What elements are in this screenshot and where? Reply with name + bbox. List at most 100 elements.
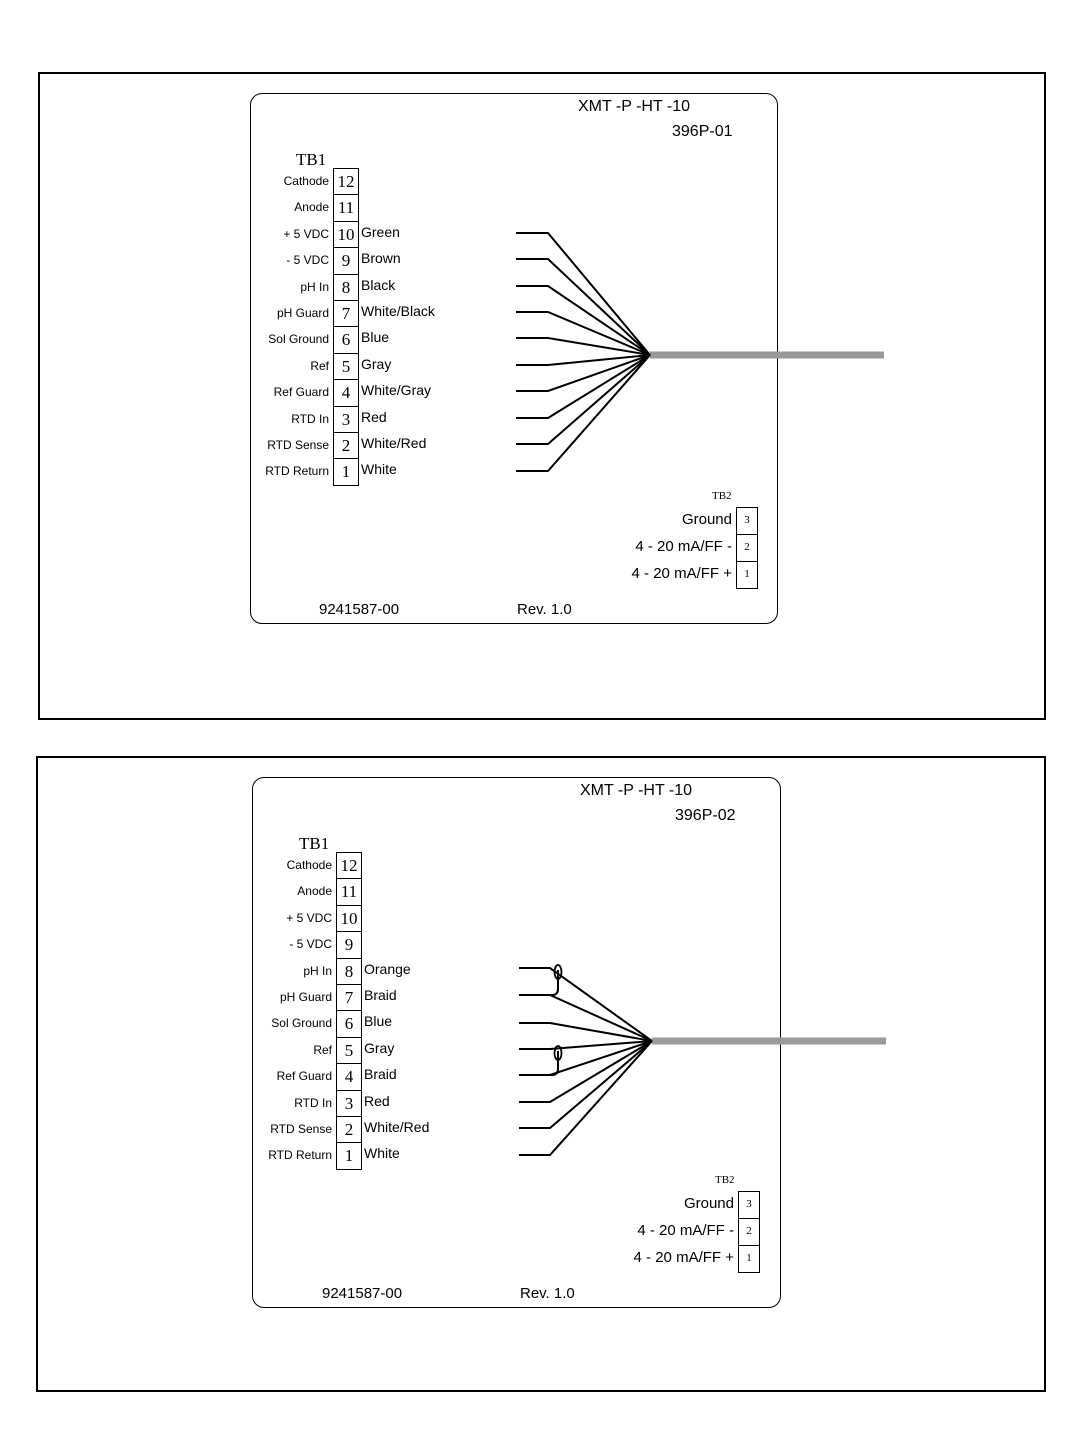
tb1-terminal-label: Ref [313, 1042, 332, 1057]
model-number: XMT -P -HT -10 [578, 98, 691, 115]
tb1-terminal-label: - 5 VDC [289, 937, 332, 952]
shield-ring [553, 964, 563, 980]
tb2-terminal-number: 1 [738, 1245, 760, 1273]
tb1-terminal-label: Cathode [286, 858, 332, 872]
tb1-terminal-label: Sol Ground [271, 1016, 332, 1031]
wire [519, 1040, 653, 1050]
wire-color-label: Braid [364, 1066, 397, 1083]
tb1-terminal-number: 9 [336, 931, 362, 959]
drawing-code: 396P-02 [675, 807, 736, 824]
wire [519, 1022, 653, 1042]
tb1-terminal-number: 12 [333, 168, 359, 196]
braid-wire [519, 1051, 559, 1076]
wire [516, 258, 651, 356]
tb1-terminal-number: 1 [336, 1142, 362, 1170]
tb1-terminal-number: 11 [333, 194, 359, 222]
wire-color-label: White/Black [361, 303, 435, 319]
tb1-terminal-number: 3 [333, 405, 359, 433]
wire [516, 232, 651, 356]
tb1-terminal-label: Ref Guard [276, 1069, 332, 1084]
tb1-terminal-label: - 5 VDC [286, 253, 329, 268]
wire-color-label: Black [361, 276, 396, 293]
tb1-terminal-number: 2 [333, 432, 359, 460]
tb1-terminal-label: RTD Sense [267, 438, 329, 452]
tb2-title: TB2 [715, 1174, 735, 1186]
tb1-terminal-label: Sol Ground [268, 332, 329, 347]
tb1-terminal-label: Anode [297, 884, 332, 899]
wire [519, 1040, 653, 1103]
tb1-terminal-label: pH In [300, 279, 329, 294]
tb2-terminal-label: Ground [681, 511, 732, 528]
tb1-terminal-label: RTD Sense [270, 1122, 332, 1136]
wire [516, 354, 651, 445]
tb1-terminal-number: 5 [336, 1036, 362, 1065]
wire-color-label: Green [361, 223, 400, 240]
tb1-terminal-label: Anode [294, 200, 329, 215]
wire-color-label: Braid [364, 987, 397, 1003]
tb1-terminal-label: + 5 VDC [283, 226, 329, 241]
model-number: XMT -P -HT -10 [580, 782, 693, 799]
tb2-terminal-label: 4 - 20 mA/FF - [637, 1222, 734, 1239]
tb1-title: TB1 [299, 834, 330, 853]
wire-color-label: Gray [361, 355, 392, 372]
wire [519, 1040, 653, 1156]
tb1-terminal-label: Cathode [283, 174, 329, 188]
part-number: 9241587-00 [319, 601, 400, 618]
tb1-terminal-label: pH Guard [279, 990, 332, 1004]
tb1-terminal-number: 5 [333, 352, 359, 381]
wire-color-label: Brown [361, 250, 401, 267]
tb1-terminal-label: pH In [303, 963, 332, 978]
tb2-terminal-label: 4 - 20 mA/FF + [631, 565, 732, 582]
diagram-frame-2 [36, 756, 1046, 1392]
tb1-terminal-number: 10 [336, 904, 362, 933]
tb1-terminal-number: 11 [336, 878, 362, 906]
tb1-terminal-label: RTD Return [268, 1148, 332, 1163]
wire [516, 337, 651, 356]
wire-color-label: Blue [361, 329, 390, 346]
tb2-terminal-label: 4 - 20 mA/FF - [635, 538, 732, 555]
wire-color-label: Gray [364, 1039, 395, 1056]
wire [516, 311, 651, 356]
drawing-code: 396P-01 [672, 123, 733, 140]
tb1-terminal-label: + 5 VDC [286, 910, 332, 925]
tb1-title: TB1 [296, 150, 327, 169]
diagram-frame-1 [38, 72, 1046, 720]
revision: Rev. 1.0 [520, 1285, 575, 1302]
tb2-terminal-number: 2 [738, 1218, 760, 1246]
tb1-terminal-label: RTD Return [265, 464, 329, 479]
wire-color-label: White/Red [361, 435, 427, 451]
part-number: 9241587-00 [322, 1285, 403, 1302]
tb2-terminal-number: 1 [736, 561, 758, 589]
wire-color-label: Red [364, 1092, 390, 1109]
tb1-terminal-label: pH Guard [276, 306, 329, 320]
wire-color-label: Red [361, 408, 387, 425]
tb1-terminal-number: 10 [333, 220, 359, 249]
tb2-terminal-label: 4 - 20 mA/FF + [633, 1249, 734, 1266]
tb2-terminal-label: Ground [683, 1195, 734, 1212]
revision: Rev. 1.0 [517, 601, 572, 618]
wire [516, 354, 651, 392]
wire [516, 285, 651, 356]
tb1-terminal-number: 4 [336, 1063, 362, 1091]
tb1-terminal-label: Ref [310, 358, 329, 373]
wire [519, 967, 653, 1042]
tb2-title: TB2 [712, 490, 732, 502]
tb1-terminal-number: 1 [333, 458, 359, 486]
wire-color-label: White/Gray [361, 382, 432, 399]
tb1-terminal-number: 6 [333, 326, 359, 354]
shield-ring [553, 1045, 563, 1061]
tb1-terminal-label: RTD In [291, 411, 329, 426]
wire [519, 994, 653, 1042]
wire-color-label: Orange [364, 960, 411, 977]
wire [516, 354, 651, 366]
wire-color-label: White [364, 1145, 400, 1162]
tb1-terminal-label: RTD In [294, 1095, 332, 1110]
wire [516, 354, 651, 472]
wire-color-label: White/Red [364, 1119, 430, 1135]
tb1-terminal-number: 6 [336, 1010, 362, 1038]
braid-wire [519, 970, 559, 996]
tb1-terminal-label: Ref Guard [273, 385, 329, 400]
wire-color-label: White [361, 461, 397, 478]
